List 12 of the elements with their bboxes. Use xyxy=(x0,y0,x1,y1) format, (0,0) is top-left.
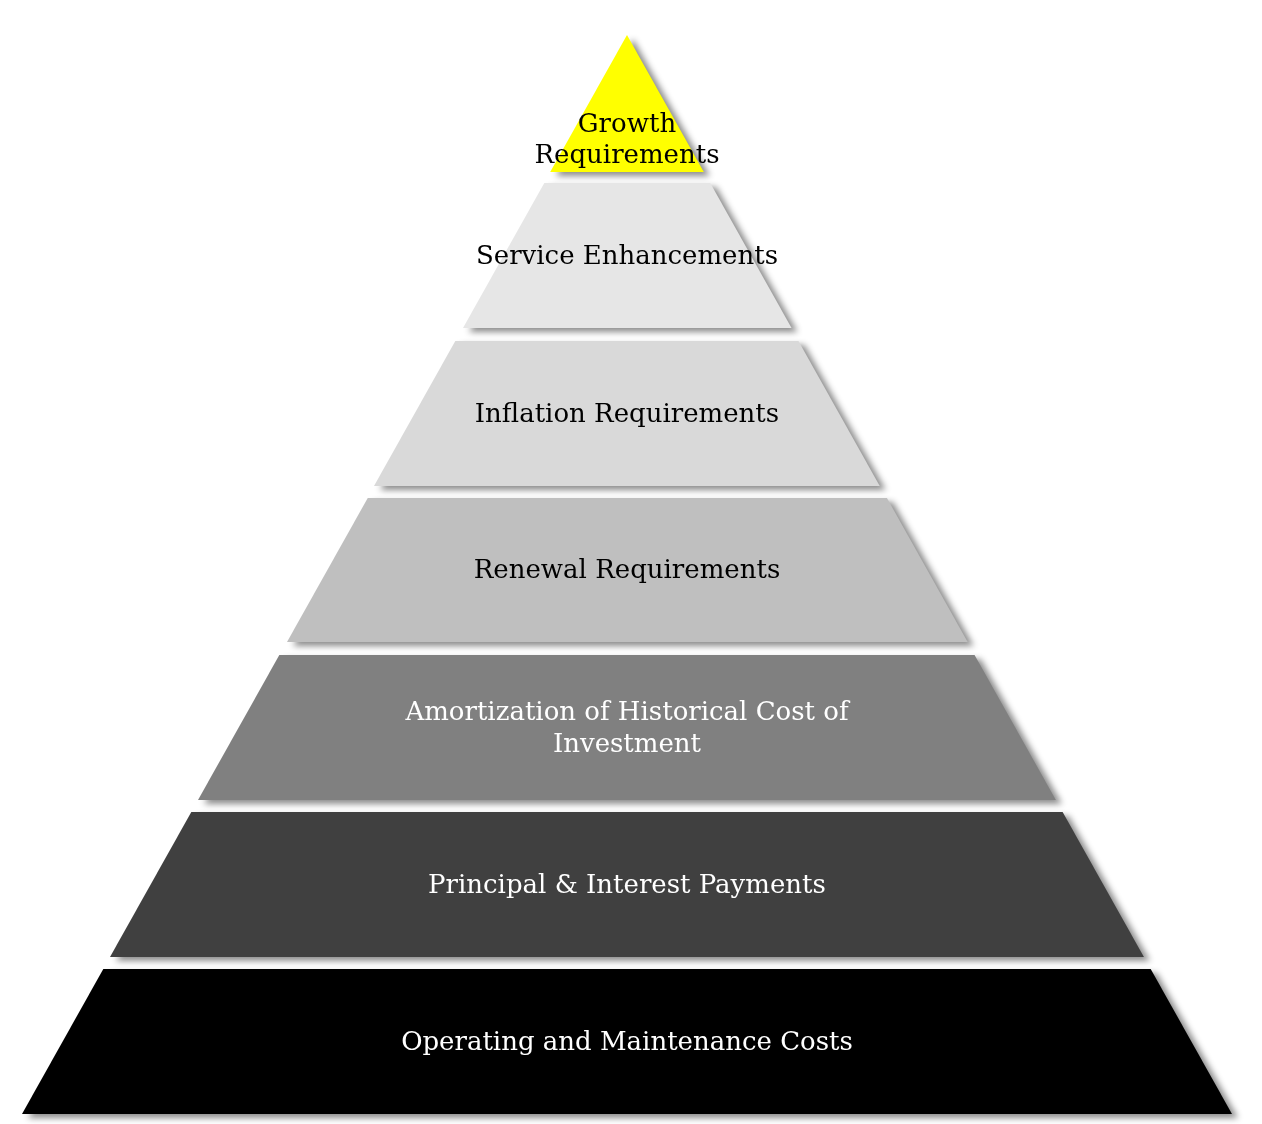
pyramid-tier xyxy=(462,183,792,328)
pyramid-tier xyxy=(110,812,1144,957)
pyramid-tier xyxy=(286,498,968,642)
tier-label: Amortization of Historical Cost of Investment xyxy=(404,696,852,759)
tier-label: Operating and Maintenance Costs xyxy=(401,1025,853,1058)
tier-label: Renewal Requirements xyxy=(473,554,781,586)
tier-label: Inflation Requirements xyxy=(474,397,780,430)
pyramid-tier xyxy=(22,969,1232,1114)
tier-label: Principal & Interest Payments xyxy=(428,868,826,901)
pyramid-tier xyxy=(198,655,1056,800)
tier-label: Service Enhancements xyxy=(475,239,779,272)
pyramid-tier xyxy=(374,341,880,486)
